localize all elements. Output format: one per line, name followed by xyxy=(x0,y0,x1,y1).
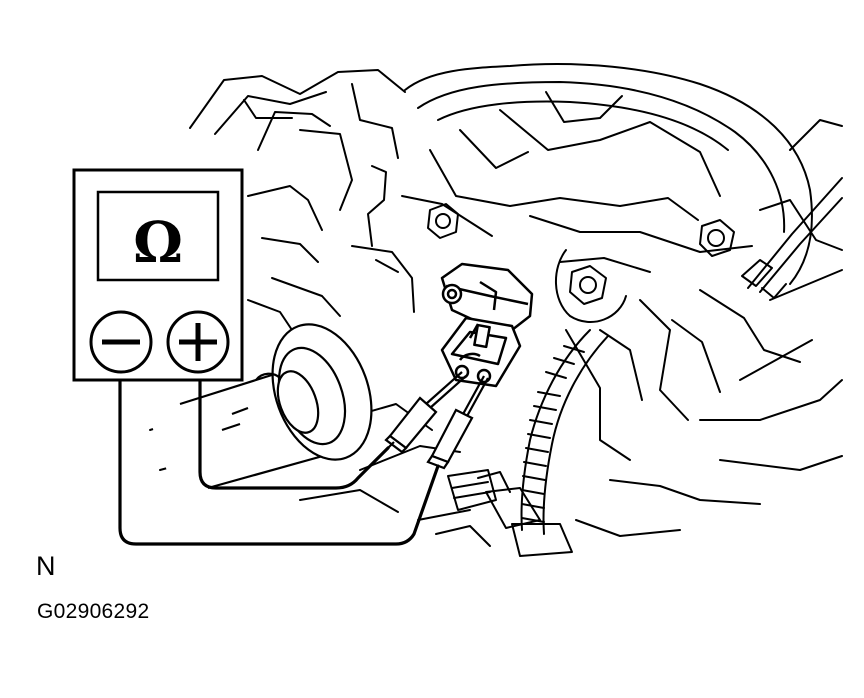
bolt-icon-2 xyxy=(699,219,735,257)
negative-lead xyxy=(118,370,440,546)
bolt-icon-3 xyxy=(569,265,607,305)
bolt-icon-1 xyxy=(427,203,459,239)
sensor-connector xyxy=(440,262,534,388)
meter-display xyxy=(96,190,220,282)
engine-background xyxy=(149,63,843,557)
positive-lead xyxy=(198,370,390,490)
shaft-component xyxy=(150,323,373,510)
test-leads xyxy=(118,370,440,546)
test-probes xyxy=(383,371,489,470)
ohmmeter: Ω xyxy=(72,168,244,382)
minus-icon xyxy=(89,310,153,374)
view-letter-label: N xyxy=(36,551,56,581)
plus-icon xyxy=(166,310,230,374)
figure-code-label: G02906292 xyxy=(37,600,150,623)
ohm-symbol: Ω xyxy=(133,210,183,276)
